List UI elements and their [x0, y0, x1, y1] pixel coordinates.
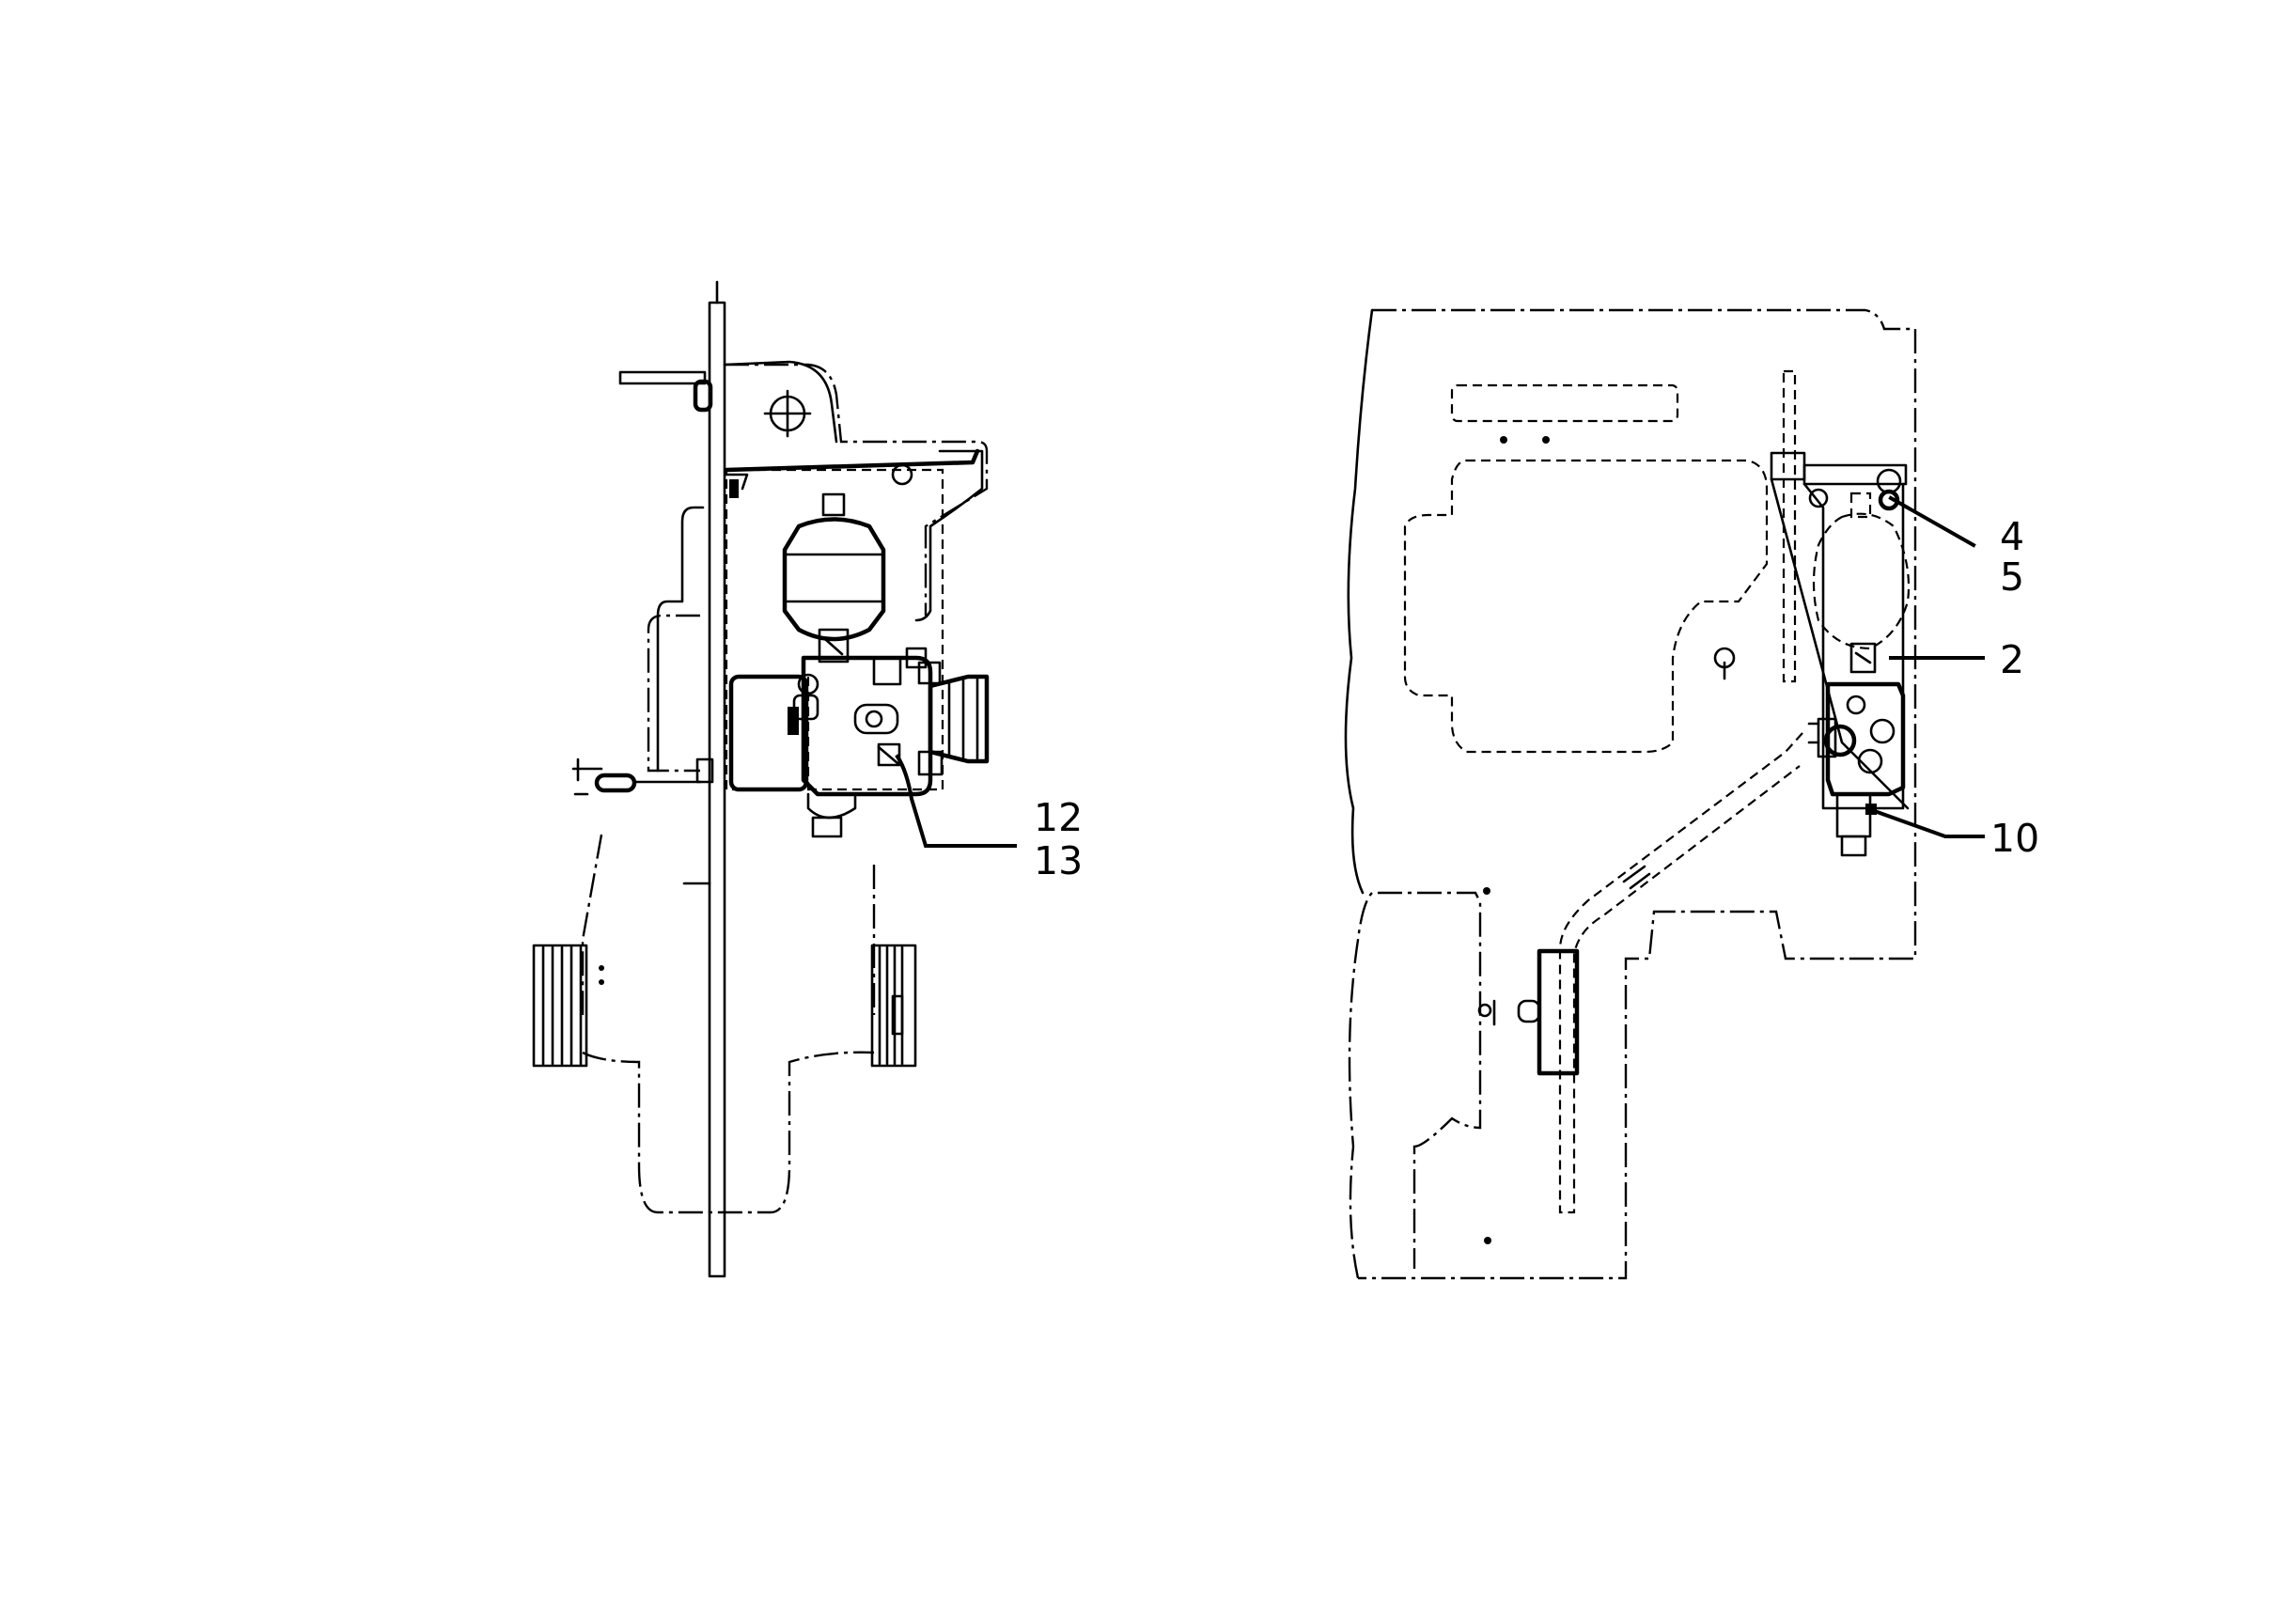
callout-10: 10	[1990, 816, 2039, 861]
right-accumulator	[1812, 492, 1911, 674]
solenoid-coil	[728, 673, 819, 792]
callout-5: 5	[2000, 554, 2024, 600]
left-phantom-outline	[581, 363, 989, 1214]
left-pedal	[532, 944, 604, 1068]
callout-13: 13	[1034, 838, 1083, 883]
rivet-b	[1542, 436, 1550, 444]
right-wavy-edge	[1344, 308, 1374, 895]
right-phantom-outline	[1348, 308, 1917, 1280]
upper-slot	[1450, 383, 1679, 423]
upper-pin	[618, 370, 713, 413]
frame-strip	[1782, 369, 1797, 683]
rivet-d	[1484, 1237, 1491, 1244]
accumulator	[782, 492, 886, 664]
callout-2: 2	[2000, 637, 2024, 682]
lower-bolts	[571, 757, 714, 796]
right-pedal	[870, 944, 917, 1068]
pipe-label-stub	[1622, 865, 1651, 890]
angled-pipe	[1558, 732, 1803, 1214]
inner-cutout	[1403, 459, 1769, 754]
diagonal-cable	[1770, 477, 1910, 810]
pipe-clamp	[1477, 948, 1580, 1076]
right-valve-block	[1807, 681, 1906, 857]
valve-block	[801, 647, 933, 838]
mounting-plate	[724, 448, 984, 791]
rivet-c	[1483, 887, 1490, 895]
upper-bracket	[723, 360, 838, 444]
left-view	[532, 280, 1017, 1278]
right-fitting	[917, 661, 990, 776]
callout-12: 12	[1034, 795, 1083, 840]
leader-10	[1869, 807, 1985, 838]
right-view	[1344, 308, 1985, 1280]
left-pipe	[656, 506, 705, 773]
center-hole	[1713, 647, 1736, 680]
rivet-a	[1500, 436, 1507, 444]
callout-4: 4	[2000, 514, 2024, 559]
leader-12-13	[895, 754, 1017, 848]
leader-4-5	[1888, 495, 1976, 548]
vertical-plate	[708, 280, 726, 1278]
